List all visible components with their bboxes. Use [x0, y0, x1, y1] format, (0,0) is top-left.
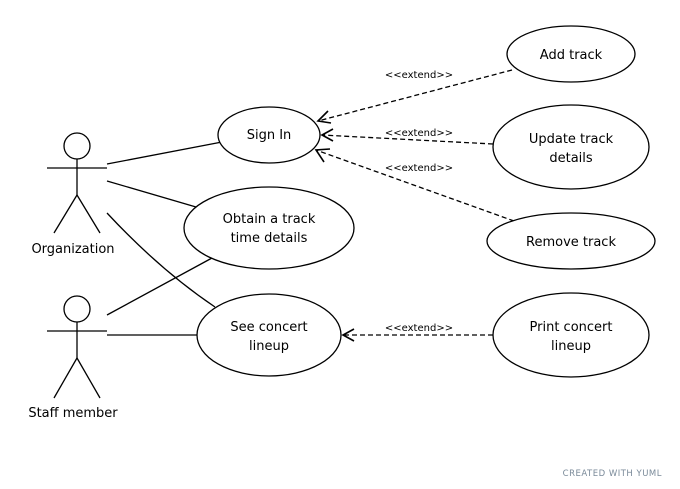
assoc-staff-obtain-track	[106, 257, 213, 316]
actor-staff-member: Staff member	[28, 295, 118, 421]
use-case-add-track-label: Add track	[540, 48, 603, 63]
footer-credit: CREATED WITH YUML	[563, 469, 662, 479]
use-case-sign-in: Sign In	[217, 106, 321, 164]
actor-organization-label: Organization	[31, 242, 114, 257]
use-case-see-lineup-label-line2: lineup	[249, 339, 289, 354]
actor-staff-right-leg	[76, 357, 101, 399]
use-case-see-lineup-label-line1: See concert	[230, 320, 307, 335]
use-case-see-concert-lineup: See concert lineup	[196, 293, 342, 377]
use-case-print-lineup-label-line2: lineup	[551, 339, 591, 354]
assoc-organization-sign-in	[106, 141, 223, 165]
use-case-sign-in-label: Sign In	[247, 128, 292, 143]
use-case-obtain-track-label-line1: Obtain a track	[223, 212, 316, 227]
actor-organization: Organization	[31, 132, 115, 257]
extend-update-track-sign-in	[321, 134, 494, 145]
use-case-add-track: Add track	[506, 25, 636, 83]
use-case-remove-track: Remove track	[486, 212, 656, 270]
actor-organization-head	[63, 132, 91, 160]
extend-remove-track-arrow	[314, 148, 331, 163]
actor-organization-left-leg	[53, 194, 78, 234]
assoc-organization-obtain-track	[106, 180, 197, 208]
use-case-print-lineup-label-line1: Print concert	[530, 320, 613, 335]
assoc-organization-see-lineup	[106, 212, 216, 308]
use-case-remove-track-label: Remove track	[526, 235, 616, 250]
actor-staff-head	[63, 295, 91, 323]
extend-remove-track-sign-in	[315, 149, 515, 222]
use-case-obtain-track-time-details: Obtain a track time details	[183, 186, 355, 270]
use-case-obtain-track-label-line2: time details	[231, 231, 308, 246]
use-case-update-track-details: Update track details	[492, 104, 650, 190]
use-case-print-concert-lineup: Print concert lineup	[492, 292, 650, 378]
actor-staff-label: Staff member	[28, 406, 118, 421]
extend-label-add-track: <<extend>>	[385, 70, 453, 81]
extend-label-print-lineup: <<extend>>	[385, 323, 453, 334]
use-case-update-track-label-line2: details	[549, 151, 593, 166]
actor-staff-left-leg	[53, 357, 78, 399]
extend-add-track-arrow	[316, 110, 332, 124]
extend-label-update-track: <<extend>>	[385, 128, 453, 139]
actor-organization-right-leg	[76, 194, 101, 234]
extend-add-track-sign-in	[317, 69, 513, 122]
extend-label-remove-track: <<extend>>	[385, 163, 453, 174]
use-case-update-track-label-line1: Update track	[529, 132, 614, 147]
extend-print-lineup-arrow	[341, 328, 355, 342]
extend-update-track-arrow	[320, 128, 334, 142]
